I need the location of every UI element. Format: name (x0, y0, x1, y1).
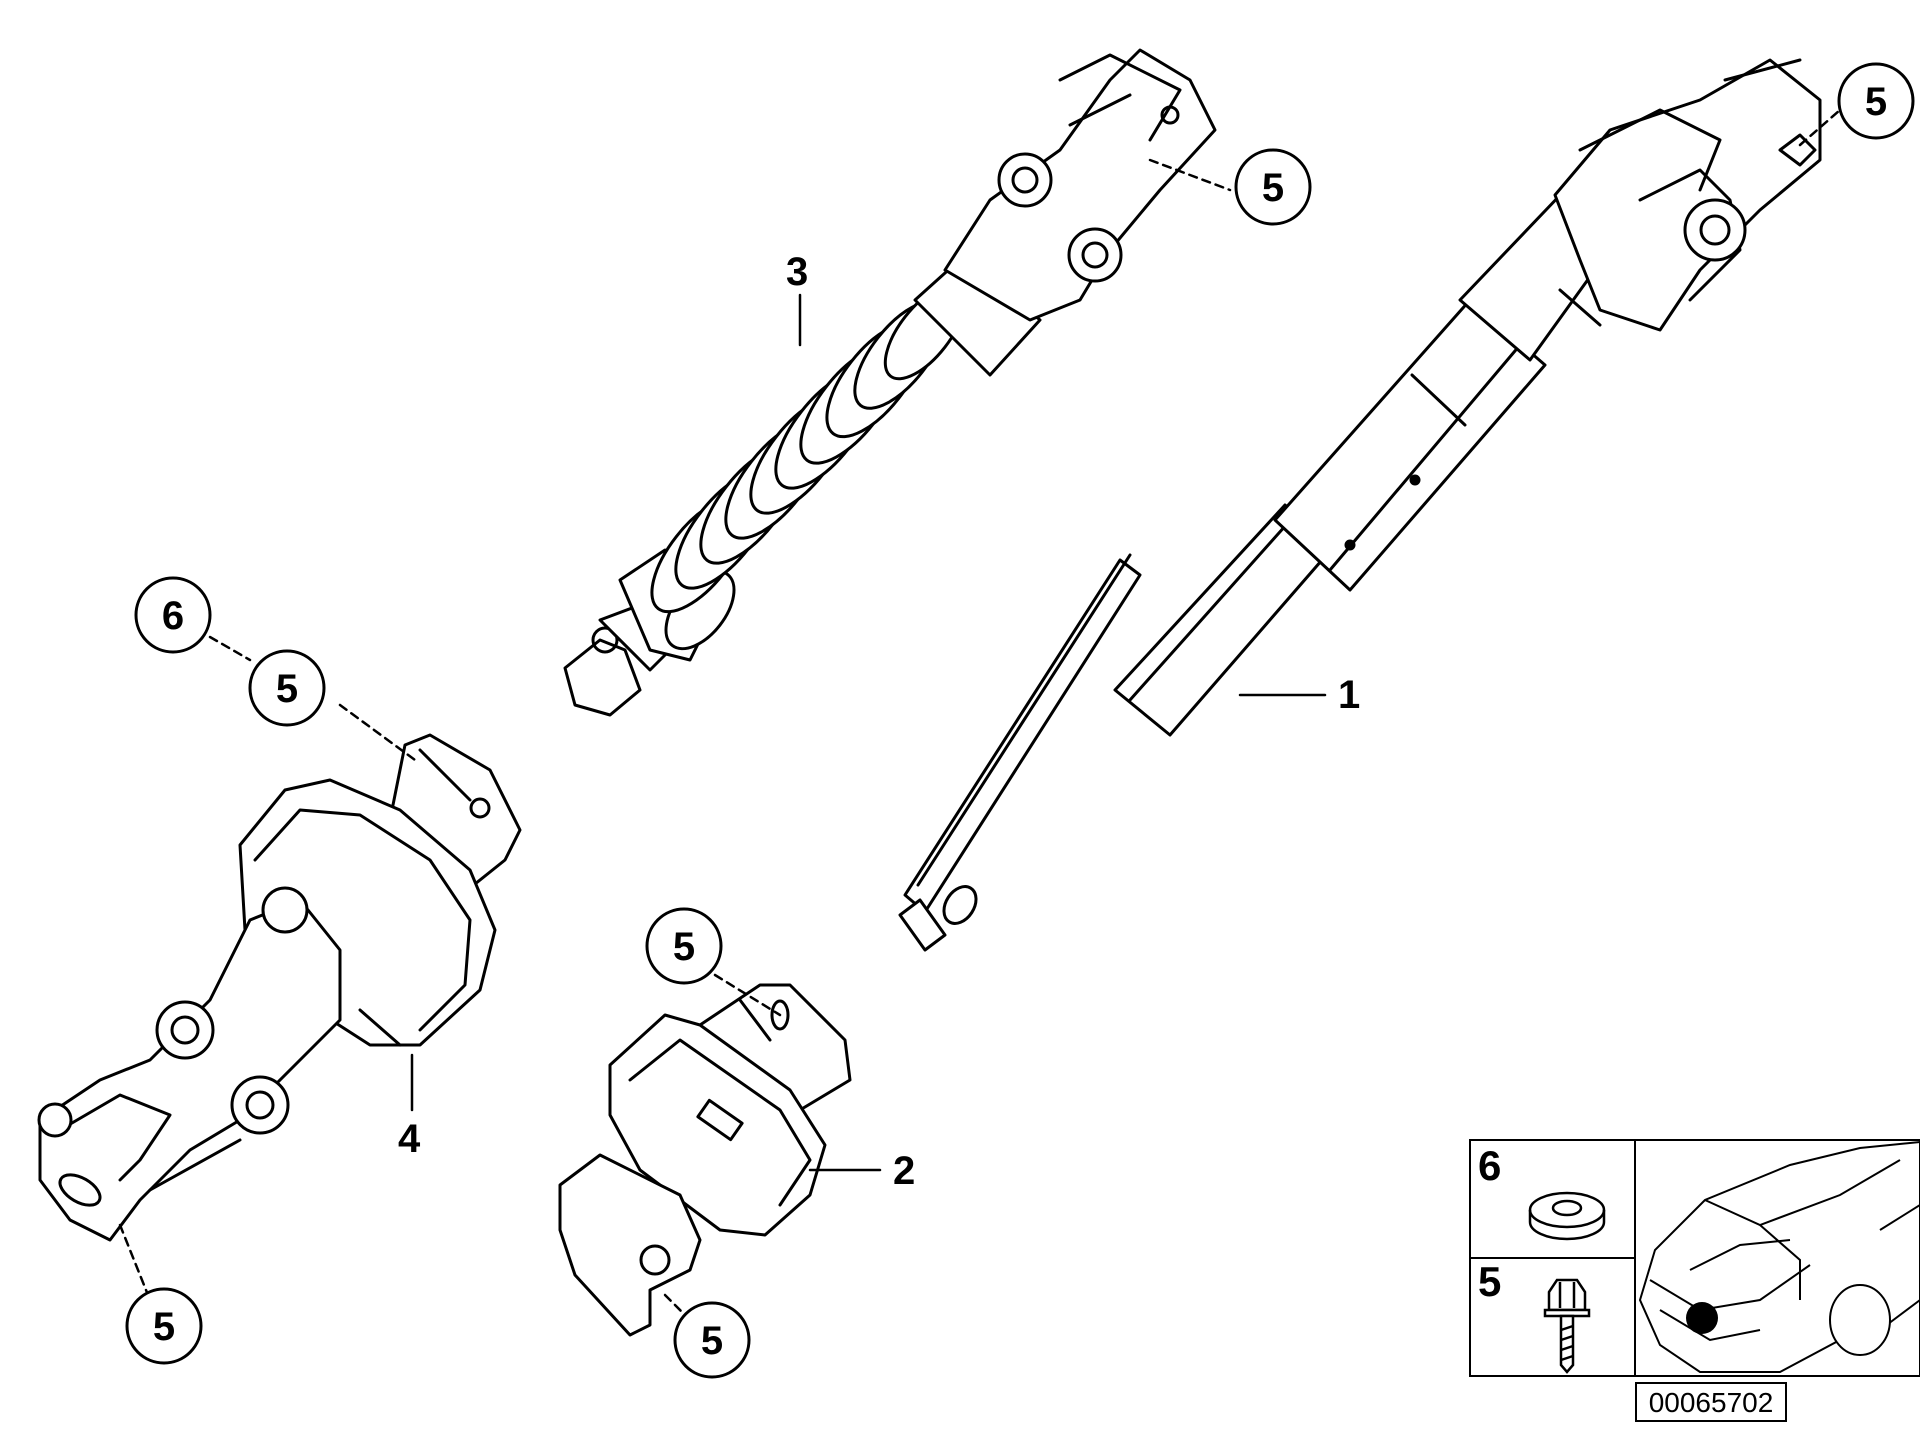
diagram-id-box: 00065702 (1635, 1382, 1787, 1422)
callout-5-top-mid: 5 (1234, 148, 1312, 226)
callout-5-joint2-top-label: 5 (673, 925, 695, 969)
callout-3: 3 (786, 250, 808, 294)
callout-5-top-right-label: 5 (1865, 80, 1887, 124)
callout-5-top-right: 5 (1837, 62, 1915, 140)
callout-2-label: 2 (893, 1149, 915, 1193)
callout-5-joint2-bottom: 5 (673, 1301, 751, 1379)
bolt-icon (1543, 1278, 1591, 1374)
callout-1: 1 (1338, 673, 1360, 717)
callout-5-left-bottom-label: 5 (153, 1305, 175, 1349)
callout-3-label: 3 (786, 250, 808, 294)
callout-5-left-upper: 5 (248, 649, 326, 727)
callout-1-label: 1 (1338, 673, 1360, 717)
flex-disc-part-2 (558, 983, 852, 1337)
legend-item-5-label: 5 (1478, 1258, 1501, 1305)
steering-shaft-part-1 (898, 58, 1822, 952)
callout-4: 4 (398, 1117, 421, 1161)
callout-6-left: 6 (134, 576, 212, 654)
callout-6-left-label: 6 (162, 594, 184, 638)
diagram-id: 00065702 (1649, 1387, 1774, 1418)
callout-2: 2 (893, 1149, 915, 1193)
callout-5-joint2-bottom-label: 5 (701, 1319, 723, 1363)
leader-lines (118, 108, 1842, 1332)
legend-item-6-label: 6 (1478, 1142, 1501, 1189)
callout-5-joint2-top: 5 (645, 907, 723, 985)
steering-shaft-part-3 (563, 48, 1217, 717)
callout-5-top-mid-label: 5 (1262, 166, 1284, 210)
vehicle-location-icon (1638, 1140, 1920, 1373)
parts-legend (1469, 1139, 1920, 1377)
washer-icon (1528, 1191, 1606, 1241)
callout-5-left-upper-label: 5 (276, 667, 298, 711)
callout-4-label: 4 (398, 1117, 421, 1161)
bellows (650, 283, 967, 614)
callout-5-left-bottom: 5 (125, 1287, 203, 1365)
flex-joint-part-4 (37, 733, 522, 1242)
